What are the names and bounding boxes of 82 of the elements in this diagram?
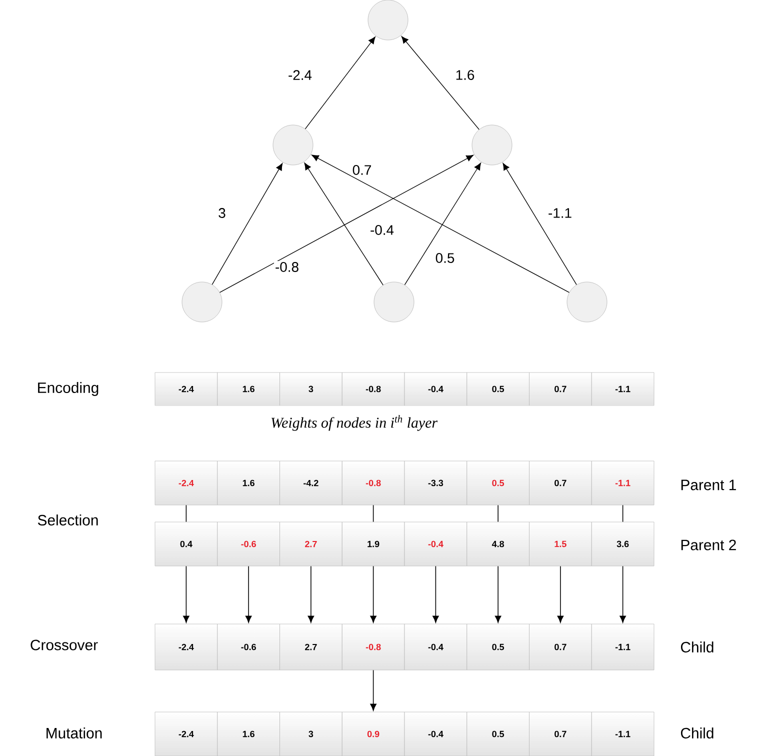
neuron-circle: [272, 124, 314, 166]
value-cell: -0.6: [217, 624, 280, 670]
arrow: [370, 566, 376, 623]
weight-label: -0.8: [274, 261, 300, 273]
value-cell: 3: [280, 712, 342, 756]
row-label: Parent 1: [681, 480, 736, 490]
weight-label: -2.4: [287, 69, 314, 81]
value-cell: 0.7: [529, 624, 592, 670]
arrow: [404, 162, 481, 286]
weight-label: 0.5: [434, 252, 456, 264]
value-cell: -4.2: [280, 460, 342, 506]
value-cell: 0.7: [529, 460, 592, 506]
value-cell: 0.5: [466, 712, 530, 756]
value-cell: -0.8: [342, 624, 405, 670]
value-cell: -2.4: [154, 712, 218, 756]
value-cell: -3.3: [404, 460, 468, 506]
arrow: [494, 566, 502, 623]
neuron-circle: [182, 282, 222, 322]
arrow: [304, 36, 376, 130]
value-cell: -1.1: [591, 460, 654, 506]
value-cell: -1.1: [591, 624, 654, 670]
row-label: Crossover: [30, 640, 98, 650]
connector-line: [186, 504, 187, 522]
connector-line: [372, 504, 374, 522]
value-cell: -2.4: [154, 460, 218, 506]
value-cell: -0.4: [404, 372, 468, 406]
value-cell: 2.7: [280, 624, 342, 670]
row-label: Child: [680, 642, 714, 652]
connector-line: [622, 504, 624, 522]
arrow: [502, 163, 577, 286]
arrow: [308, 566, 314, 623]
weight-label: 3: [217, 207, 227, 219]
arrow: [304, 162, 384, 286]
value-cell: 0.5: [466, 624, 530, 670]
row-label: Mutation: [46, 728, 102, 738]
arrow: [432, 566, 439, 623]
arrow: [557, 566, 564, 623]
row-label: Parent 2: [681, 540, 736, 550]
arrow: [219, 154, 474, 293]
value-cell: -0.8: [342, 460, 405, 506]
row-label: Selection: [38, 514, 98, 526]
arrow: [183, 566, 190, 623]
weight-label: -1.1: [547, 207, 574, 219]
value-cell: -0.4: [404, 624, 468, 670]
value-cell: -0.8: [342, 372, 405, 406]
value-cell: -1.1: [591, 712, 654, 756]
value-cell: 3.6: [591, 522, 654, 566]
weight-label: 0.7: [351, 164, 373, 176]
value-cell: -2.4: [154, 624, 218, 670]
arrow: [245, 566, 252, 623]
row-label: Encoding: [38, 382, 98, 396]
value-cell: -1.1: [591, 372, 654, 406]
value-cell: 1.9: [342, 522, 405, 566]
value-cell: 0.5: [466, 372, 530, 406]
value-cell: 0.9: [342, 712, 405, 756]
value-cell: 4.8: [466, 522, 530, 566]
value-cell: 1.6: [217, 372, 280, 406]
weight-label: 1.6: [454, 69, 476, 81]
value-cell: 3: [280, 372, 342, 406]
neuron-circle: [472, 124, 512, 166]
value-cell: 0.4: [154, 522, 218, 566]
caption: Weights of nodes in i$^{th}$ layer: [271, 415, 438, 431]
value-cell: 1.6: [217, 712, 280, 756]
value-cell: -0.6: [217, 522, 280, 566]
value-cell: 0.5: [466, 460, 530, 506]
value-cell: 2.7: [280, 522, 342, 566]
arrow: [312, 154, 570, 293]
arrow: [620, 566, 626, 623]
row-label: Child: [680, 728, 714, 738]
value-cell: -2.4: [154, 372, 218, 406]
weight-label: -0.4: [369, 224, 396, 236]
arrow: [212, 163, 283, 285]
value-cell: 0.7: [529, 372, 592, 406]
value-cell: 1.5: [529, 522, 592, 566]
arrow: [370, 670, 376, 711]
value-cell: -0.4: [404, 712, 468, 756]
neuron-circle: [566, 282, 608, 322]
arrow: [401, 36, 480, 130]
value-cell: 1.6: [217, 460, 280, 506]
value-cell: -0.4: [404, 522, 468, 566]
neuron-circle: [374, 282, 414, 322]
value-cell: 0.7: [529, 712, 592, 756]
